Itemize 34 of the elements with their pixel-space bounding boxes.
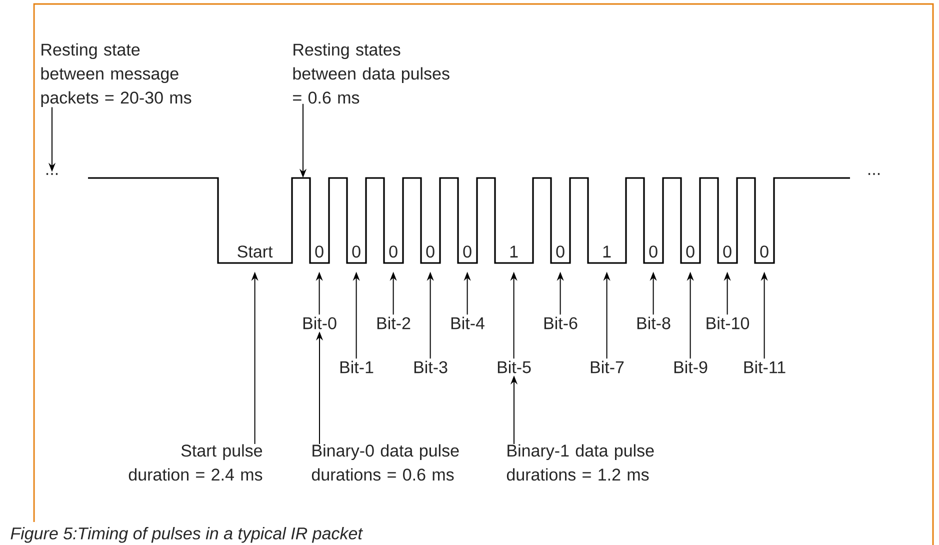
bit-label: Bit-4 xyxy=(451,316,484,330)
pulse-label: 0 xyxy=(760,246,768,258)
pulse-label: 0 xyxy=(649,246,658,258)
pulse-label: 1 xyxy=(603,246,611,258)
bit-label: Bit-11 xyxy=(744,360,786,374)
pulse-label: 0 xyxy=(463,246,472,258)
pulse-label: 0 xyxy=(723,246,732,258)
bit-label: Bit-9 xyxy=(674,360,708,374)
ellipsis: ... xyxy=(46,173,58,175)
annotation-text: Binary-0 data pulse durations = 0.6 ms xyxy=(312,444,459,481)
bit-label: Bit-6 xyxy=(544,316,578,330)
pulse-label: 0 xyxy=(352,246,360,258)
figure-caption: Figure 5:Timing of pulses in a typical IR packet xyxy=(10,526,364,543)
annotation-text: Start pulse duration = 2.4 ms xyxy=(128,444,262,481)
bit-label: Bit-1 xyxy=(340,360,374,374)
bit-label: Bit-7 xyxy=(590,360,624,374)
pulse-label: 1 xyxy=(510,246,518,258)
pulse-label: 0 xyxy=(556,246,564,258)
annotation-text: Binary-1 data pulse durations = 1.2 ms xyxy=(506,444,654,481)
bit-label: Bit-0 xyxy=(303,316,336,330)
pulse-label: 0 xyxy=(315,246,324,258)
pulse-label: 0 xyxy=(389,246,398,258)
pulse-label: 0 xyxy=(426,246,434,258)
bit-label: Bit-3 xyxy=(414,360,448,374)
waveform-drawing xyxy=(88,177,850,264)
bit-label: Bit-5 xyxy=(498,360,531,374)
bit-label: Bit-8 xyxy=(637,316,670,330)
bit-label: Bit-2 xyxy=(377,316,410,330)
pulse-label: Start xyxy=(238,246,273,258)
bit-label: Bit-10 xyxy=(706,316,750,330)
ellipsis: ... xyxy=(868,173,880,175)
pulse-label: 0 xyxy=(686,246,694,258)
annotation-text: Resting states between data pulses = 0.6 ms xyxy=(293,43,450,104)
annotation-text: Resting state between message packets = 20-30 ms xyxy=(41,43,192,108)
